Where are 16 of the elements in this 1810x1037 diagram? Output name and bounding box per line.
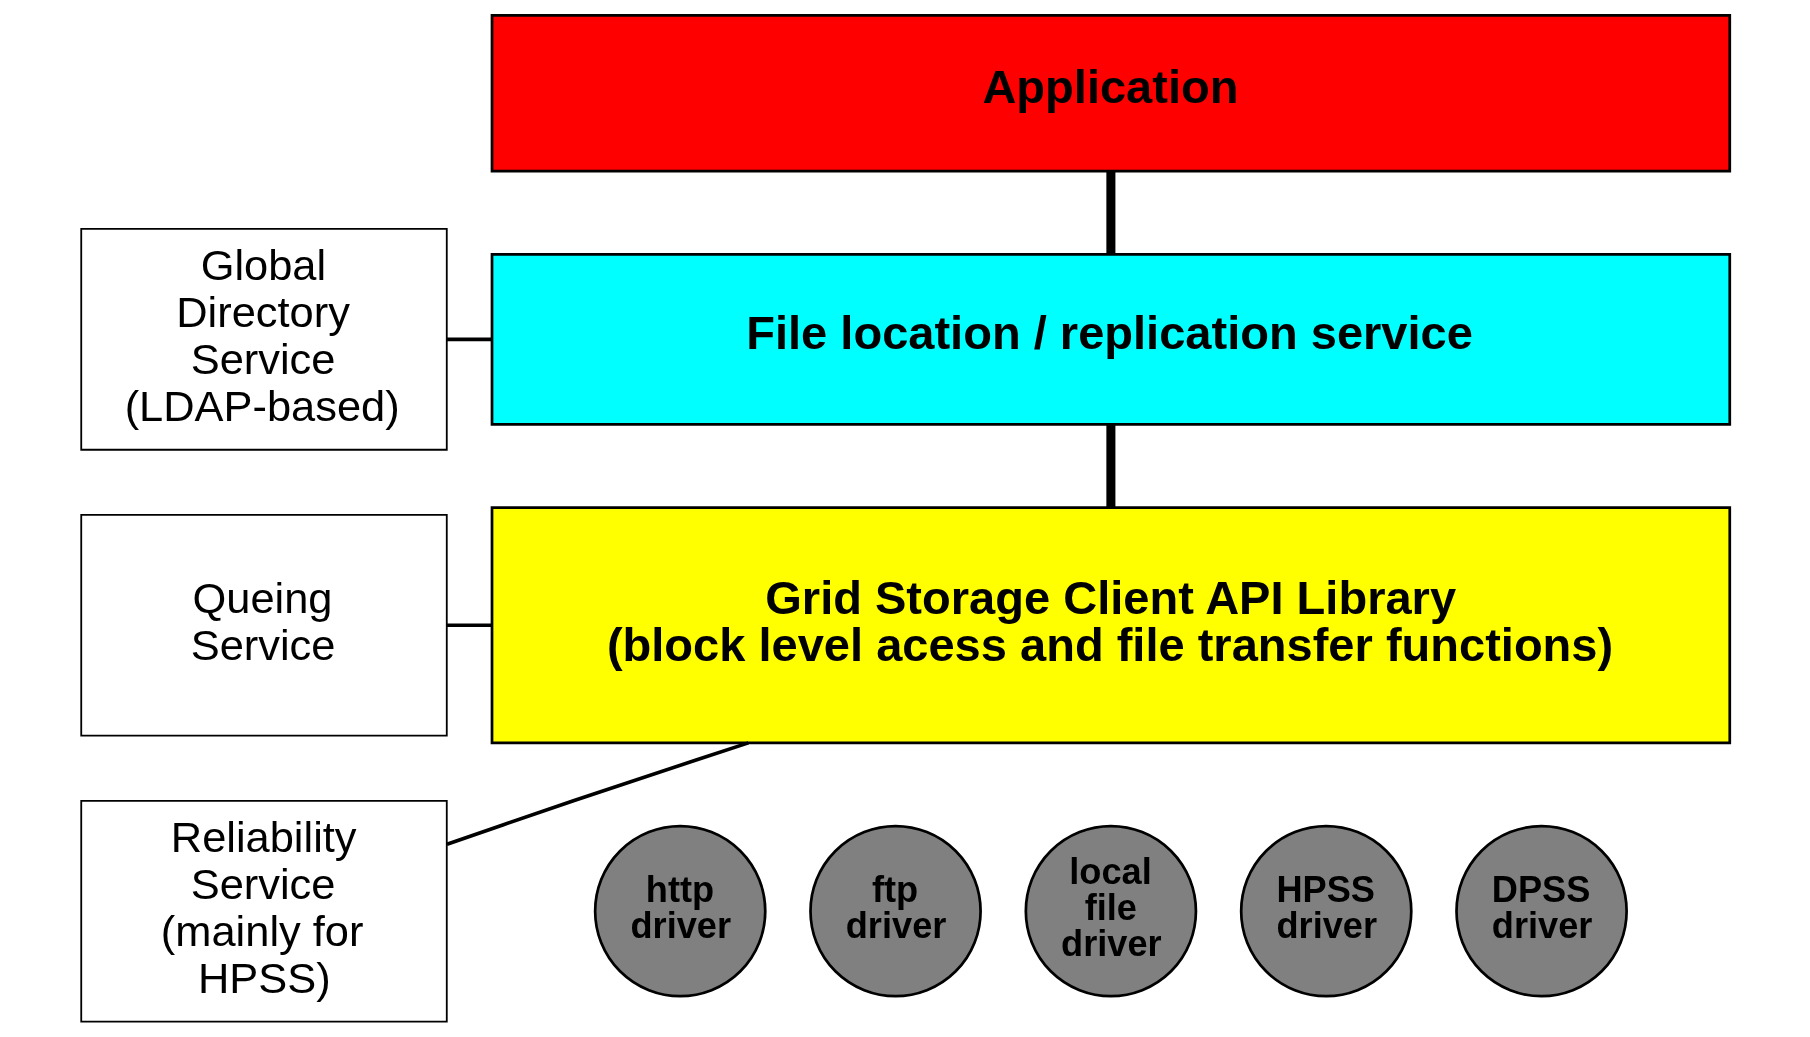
node-box: Reliability Service (mainly for HPSS)	[79, 799, 448, 1023]
node-box: Queing Service	[79, 513, 448, 737]
node-circle: DPSS driver	[1454, 824, 1628, 998]
node-circle: HPSS driver	[1239, 824, 1413, 998]
connector	[446, 623, 491, 628]
connector	[1105, 171, 1115, 255]
node-circle: http driver	[593, 824, 767, 998]
connector	[445, 741, 749, 846]
connector	[1105, 425, 1115, 508]
node-box: File location / replication service	[490, 252, 1731, 426]
node-box: Application	[490, 14, 1731, 173]
connector	[446, 337, 491, 342]
node-box: Grid Storage Client API Library (block level acess and file transfer functions)	[490, 506, 1731, 745]
node-box: Global Directory Service (LDAP-based)	[79, 228, 448, 451]
node-circle: ftp driver	[808, 824, 982, 998]
node-circle: local file driver	[1024, 824, 1197, 998]
